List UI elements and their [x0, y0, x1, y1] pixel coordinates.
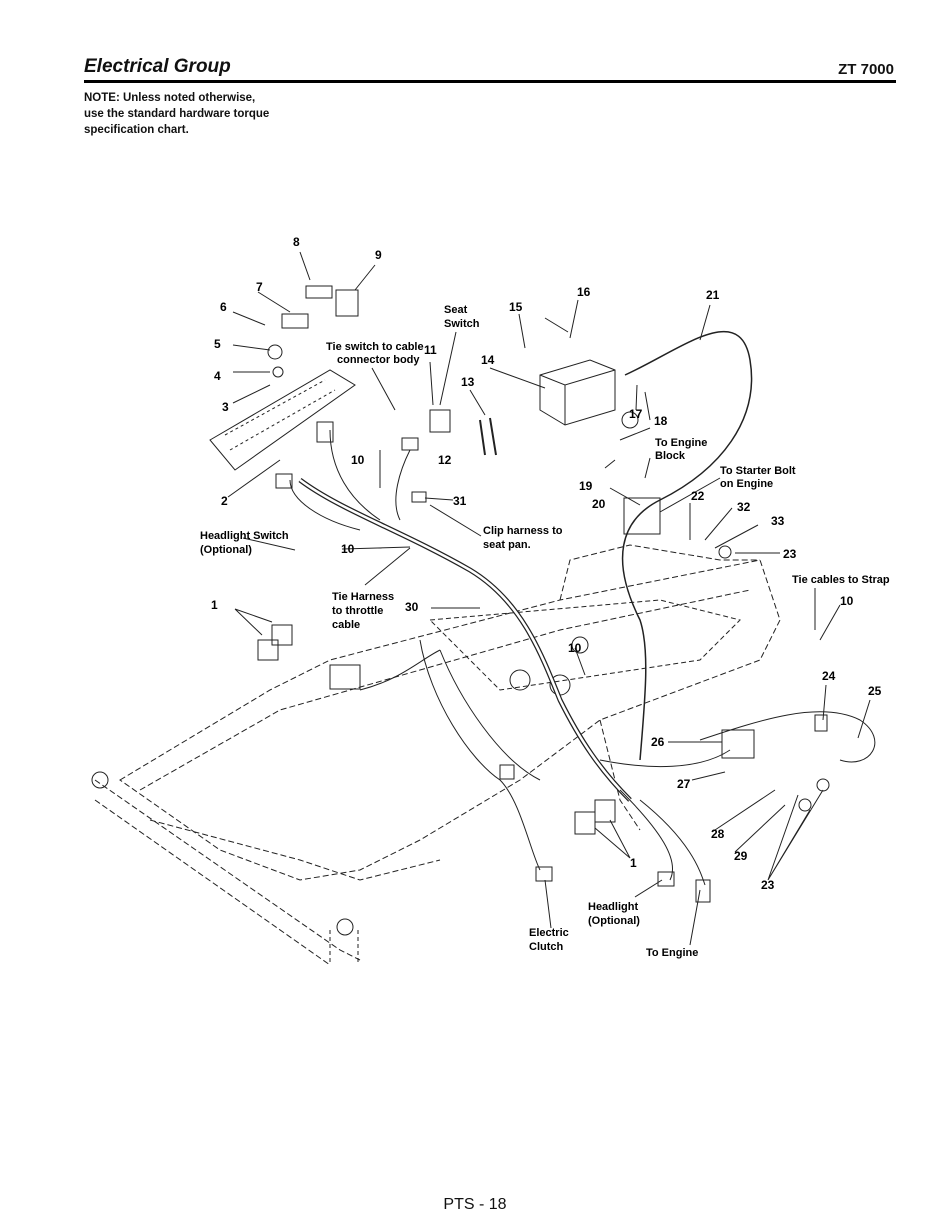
headlight-switch-label: (Optional)	[200, 544, 252, 556]
page-title: Electrical Group	[84, 56, 231, 77]
callout-2: 2	[221, 494, 228, 508]
callout-labels: 8 9 7 6 5 4 3 2 11 10 12 13 14 15 16 21 …	[211, 235, 882, 892]
callout-33: 33	[771, 514, 785, 528]
torque-note: NOTE: Unless noted otherwise, use the st…	[84, 90, 344, 138]
seat-switch-label: Seat	[444, 304, 468, 316]
callout-29: 29	[734, 849, 748, 863]
callout-32: 32	[737, 500, 751, 514]
note-line: NOTE: Unless noted otherwise,	[84, 92, 256, 104]
callout-30: 30	[405, 600, 419, 614]
callout-10: 10	[840, 594, 854, 608]
callout-23: 23	[783, 547, 797, 561]
descriptive-labels: Seat Switch Tie switch to cable connecto…	[200, 304, 890, 959]
callout-5: 5	[214, 337, 221, 351]
callout-31: 31	[453, 494, 467, 508]
note-line: use the standard hardware torque	[84, 108, 270, 120]
callout-10: 10	[351, 453, 365, 467]
callout-27: 27	[677, 777, 691, 791]
callout-4: 4	[214, 369, 221, 383]
clip-harness-label: Clip harness to	[483, 525, 563, 537]
header-rule	[84, 80, 896, 83]
to-starter-bolt-label: To Starter Bolt	[720, 465, 796, 477]
headlight-switch-label: Headlight Switch	[200, 530, 289, 542]
frame-drawing	[91, 251, 876, 966]
callout-25: 25	[868, 684, 882, 698]
callout-18: 18	[654, 414, 668, 428]
callout-14: 14	[481, 353, 495, 367]
to-engine-label: To Engine	[646, 947, 698, 959]
callout-22: 22	[691, 489, 705, 503]
callout-16: 16	[577, 285, 591, 299]
callout-8: 8	[293, 235, 300, 249]
to-engine-block-label: Block	[655, 450, 686, 462]
callout-23: 23	[761, 878, 775, 892]
note-line: specification chart.	[84, 124, 189, 136]
page-header: Electrical Group ZT 7000	[84, 56, 896, 84]
callout-9: 9	[375, 248, 382, 262]
callout-1: 1	[211, 598, 218, 612]
tie-switch-label: Tie switch to cable	[326, 341, 424, 353]
tie-harness-label: to throttle	[332, 605, 383, 617]
callout-26: 26	[651, 735, 665, 749]
callout-12: 12	[438, 453, 452, 467]
electric-clutch-label: Electric	[529, 927, 569, 939]
tie-switch-label: connector body	[337, 354, 420, 366]
clip-harness-label: seat pan.	[483, 539, 531, 551]
callout-1: 1	[630, 856, 637, 870]
callout-11: 11	[424, 343, 437, 357]
tie-harness-label: cable	[332, 619, 360, 631]
callout-13: 13	[461, 375, 475, 389]
tie-harness-label: Tie Harness	[332, 591, 394, 603]
tie-cables-label: Tie cables to Strap	[792, 574, 890, 586]
to-starter-bolt-label: on Engine	[720, 478, 773, 490]
page-number: PTS - 18	[443, 1196, 507, 1213]
headlight-label: Headlight	[588, 901, 638, 913]
electric-clutch-label: Clutch	[529, 941, 564, 953]
seat-switch-label: Switch	[444, 318, 480, 330]
callout-3: 3	[222, 400, 229, 414]
callout-28: 28	[711, 827, 725, 841]
callout-10: 10	[341, 542, 355, 556]
to-engine-block-label: To Engine	[655, 437, 707, 449]
callout-17: 17	[629, 407, 643, 421]
callout-19: 19	[579, 479, 593, 493]
headlight-label: (Optional)	[588, 915, 640, 927]
callout-7: 7	[256, 280, 263, 294]
callout-6: 6	[220, 300, 227, 314]
callout-20: 20	[592, 497, 606, 511]
callout-15: 15	[509, 300, 523, 314]
callout-24: 24	[822, 669, 836, 683]
callout-21: 21	[706, 288, 720, 302]
model-label: ZT 7000	[838, 61, 894, 78]
callout-10: 10	[568, 641, 582, 655]
